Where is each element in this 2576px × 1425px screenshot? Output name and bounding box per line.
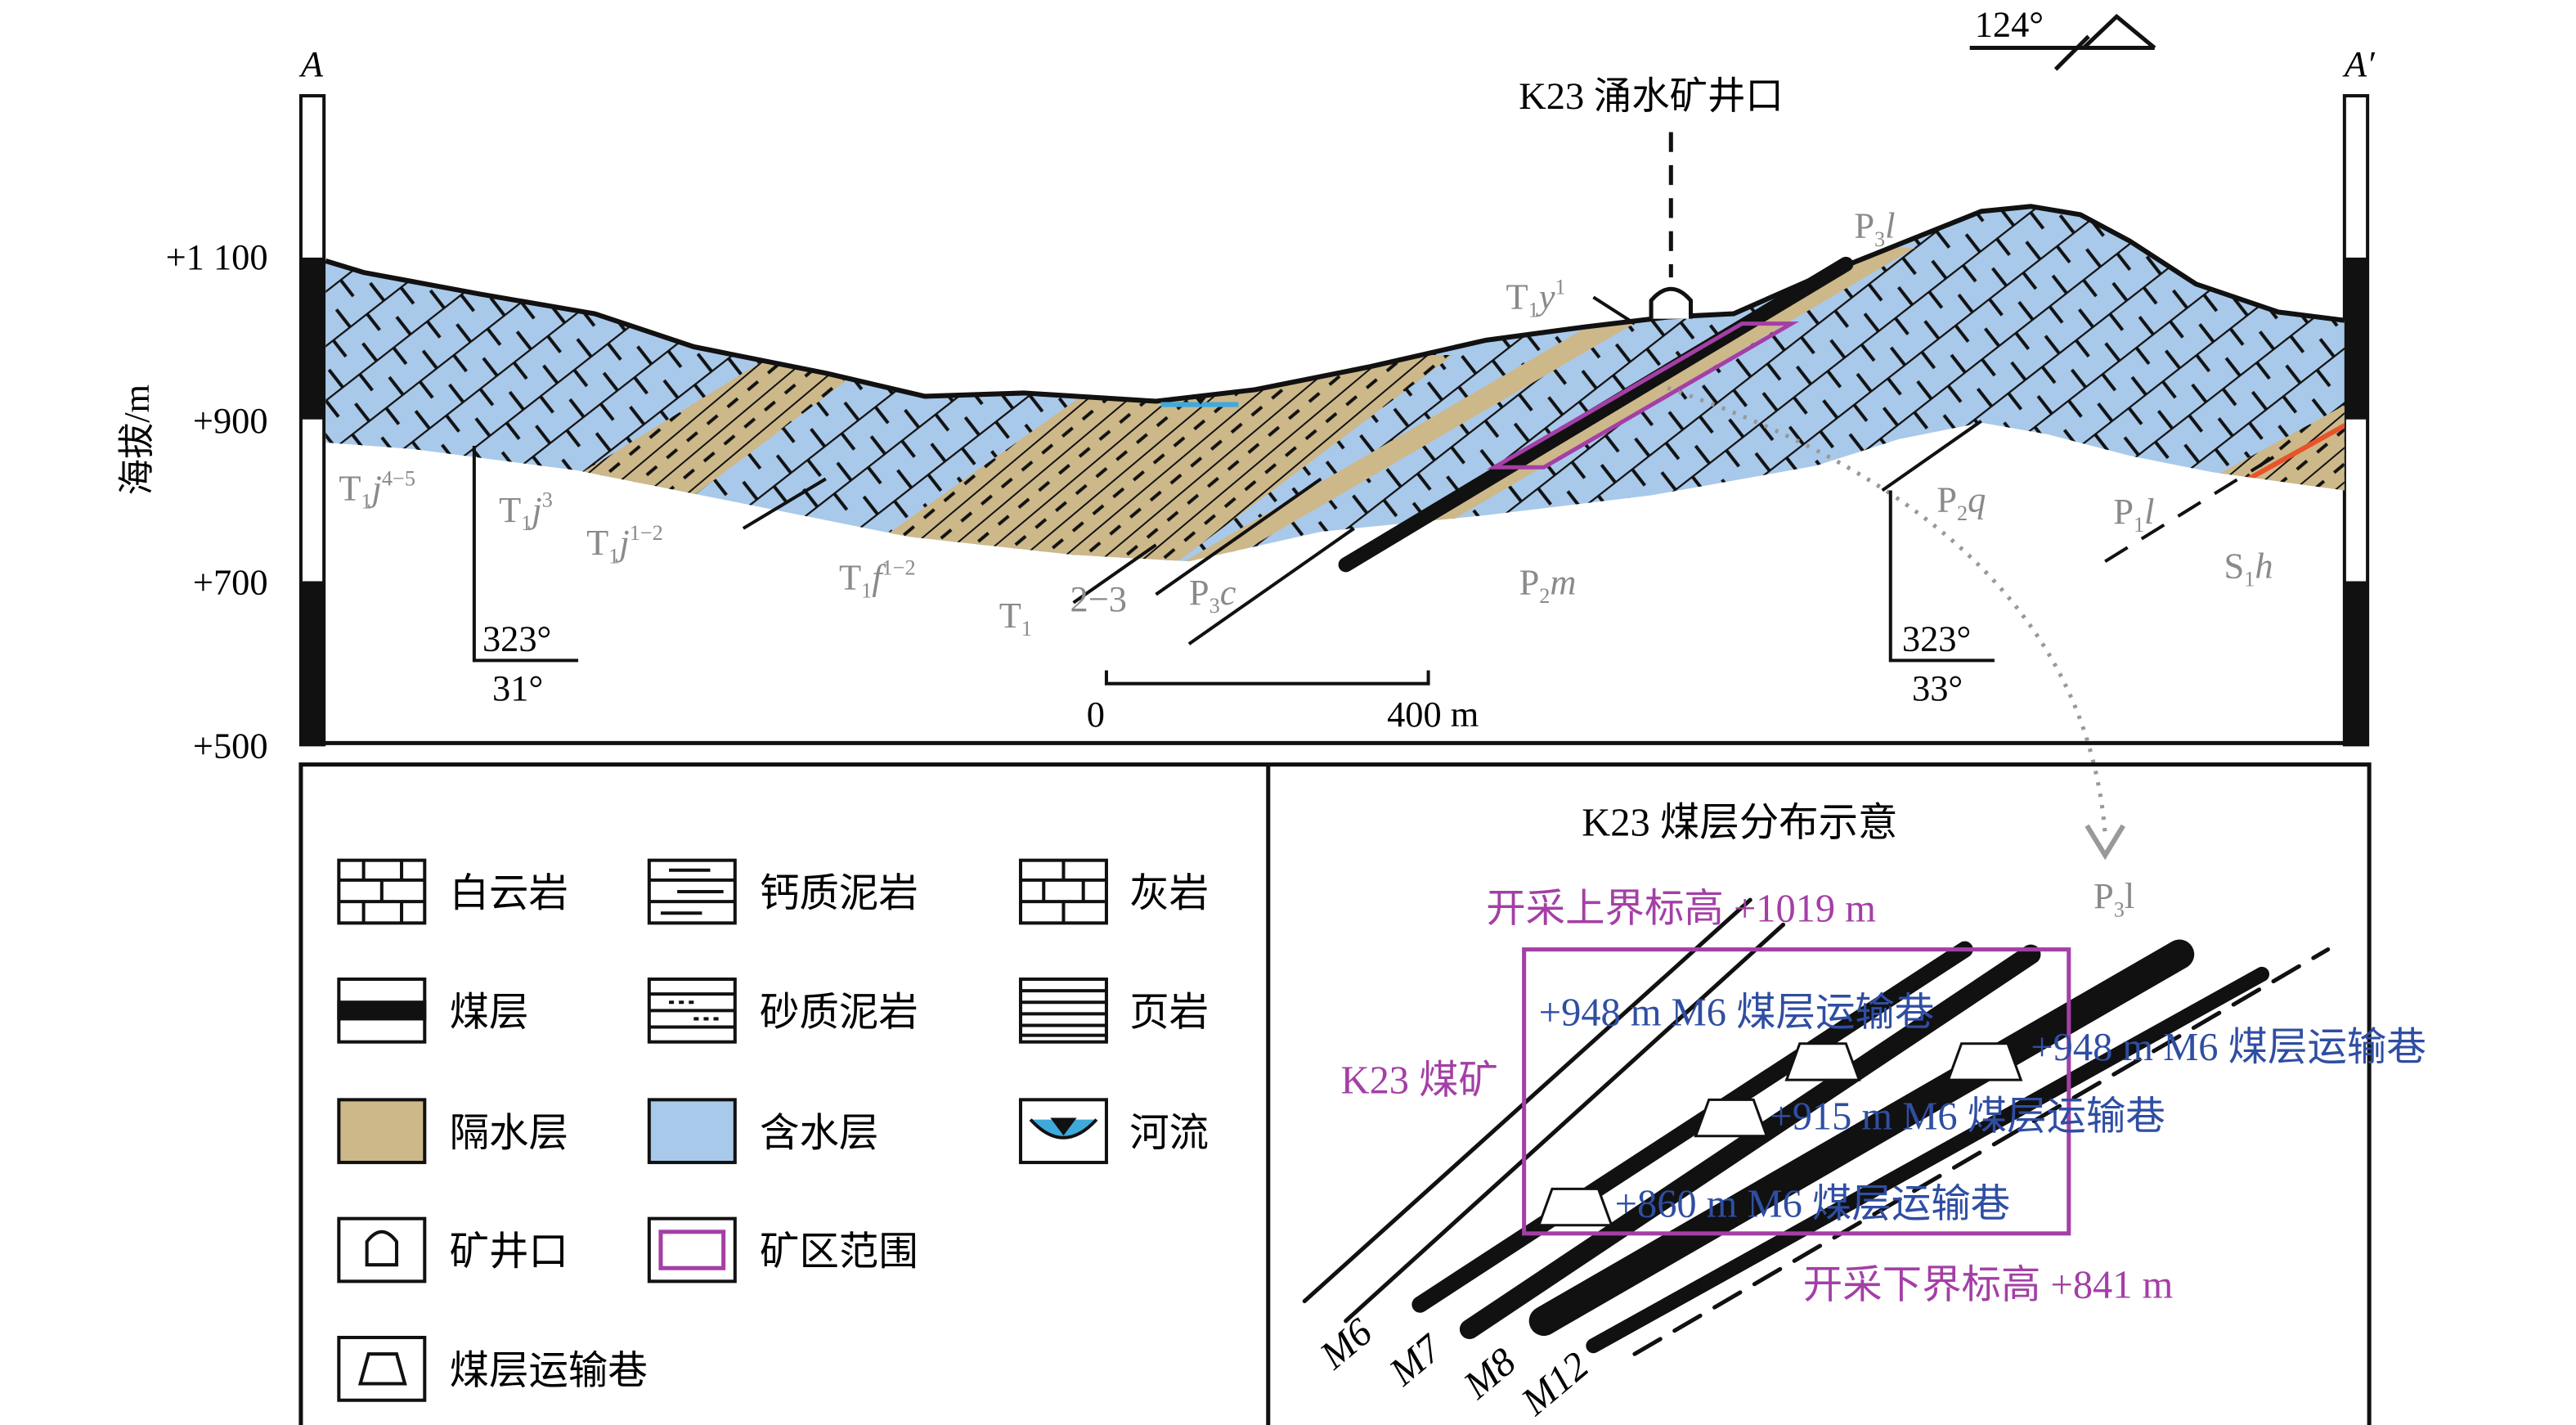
legend-label: 煤层运输巷 [450, 1350, 648, 1393]
dolomite-icon [337, 858, 427, 925]
coal-seam [1338, 256, 1854, 573]
svg-text:400 m: 400 m [1387, 694, 1479, 735]
arrow-head-icon [2085, 824, 2125, 861]
strike-symbol: 124° [1969, 3, 2156, 71]
formation-label: P3c [1189, 572, 1236, 618]
ytick: +500 [193, 726, 268, 766]
legend-label: 河流 [1129, 1112, 1209, 1155]
roadway-label: +948 m M6 煤层运输巷 [2031, 1026, 2426, 1069]
formation-label: T1 [999, 595, 1032, 641]
river-icon [1018, 1098, 1108, 1165]
mine-entrance-icon [1649, 286, 1694, 319]
formation-label: P2q [1936, 479, 1986, 525]
section-label-a-prime: A′ [2342, 43, 2376, 84]
roadway-icons [1537, 1042, 2023, 1227]
strata-body [325, 206, 2345, 562]
legend [337, 858, 1108, 1402]
legend-label: 砂质泥岩 [760, 991, 918, 1035]
seam-label: M8 [1455, 1340, 1524, 1408]
formation-labels: T1j4−5 T1j3 T1j1−2 T1f1−2 T1 2−3 P3c P2m… [339, 205, 2273, 641]
fault-line [2247, 419, 2345, 482]
upper-limit-label: 开采上界标高 +1019 m [1486, 887, 1876, 930]
sandy-mudstone-icon [647, 977, 737, 1044]
aquiclude-band [825, 354, 1453, 562]
seam-label: M6 [1312, 1310, 1380, 1378]
ytick: +700 [193, 562, 268, 603]
formation-label: T1f1−2 [839, 555, 916, 602]
svg-text:0: 0 [1087, 694, 1105, 735]
callout-arrow [1667, 385, 2107, 834]
legend-label: 白云岩 [450, 872, 568, 915]
aquiclude-band [2179, 396, 2345, 496]
svg-text:323°: 323° [482, 618, 551, 659]
elevation-scale-left [298, 94, 326, 747]
legend-label: 隔水层 [450, 1112, 568, 1155]
legend-frame [298, 762, 2372, 1425]
coal-seam-inset: K23 煤层分布示意 P3l 开采上界标高 +1019 m 开采下界标高 +84… [1302, 801, 2426, 1424]
aquiclude-icon [337, 1098, 427, 1165]
coal-seam-icon [337, 977, 427, 1044]
lower-limit-label: 开采下界标高 +841 m [1803, 1264, 2174, 1307]
formation-label: T1y1 [1506, 275, 1565, 321]
y-axis-label: 海拔/m [116, 384, 157, 496]
aquifer-icon [647, 1098, 737, 1165]
seam-label: M12 [1513, 1344, 1597, 1424]
roadway-icon [337, 1335, 427, 1402]
legend-label: 矿井口 [450, 1230, 568, 1274]
seam-label: M7 [1381, 1326, 1452, 1395]
svg-text:31°: 31° [492, 668, 543, 708]
svg-text:33°: 33° [1912, 668, 1963, 708]
elevation-scale-right [2342, 94, 2370, 747]
legend-label: 钙质泥岩 [760, 872, 918, 915]
legend-label: 页岩 [1129, 991, 1209, 1035]
legend-label: 矿区范围 [760, 1230, 918, 1274]
roadway-label: +860 m M6 煤层运输巷 [1615, 1183, 2010, 1226]
calcareous-mudstone-icon [647, 858, 737, 925]
mining-area-outline [1522, 947, 2071, 1236]
coal-seams [1302, 897, 2331, 1356]
strike-label: 124° [1975, 3, 2044, 44]
ground-surface [325, 204, 2345, 404]
shale-icon [1018, 977, 1108, 1044]
ytick: +900 [193, 400, 268, 441]
mine-label: K23 涌水矿井口 [1519, 76, 1784, 118]
scale-bar: 0 400 m [1087, 670, 1479, 735]
svg-text:323°: 323° [1902, 618, 1971, 659]
formation-label: T1j4−5 [339, 466, 415, 513]
inset-formation-label: P3l [2094, 875, 2134, 921]
formation-label: P3l [1854, 205, 1895, 251]
ytick: +1 100 [166, 236, 268, 277]
contact-lines [742, 295, 2280, 645]
mining-area-icon [647, 1216, 737, 1283]
river-icon [1160, 394, 1239, 407]
formation-label: T1j1−2 [586, 521, 663, 568]
legend-label: 煤层 [450, 991, 529, 1035]
formation-label: T1j3 [499, 488, 553, 535]
legend-label: 含水层 [760, 1112, 878, 1155]
legend-labels: 白云岩 钙质泥岩 灰岩 煤层 砂质泥岩 页岩 隔水层 含水层 河流 矿井口 矿区… [450, 872, 1209, 1392]
section-label-a: A [298, 43, 324, 84]
limestone-icon [1018, 858, 1108, 925]
aquiclude-band [1156, 313, 1652, 562]
dip-symbol-left: 323° 31° [472, 446, 579, 708]
inset-title: K23 煤层分布示意 [1582, 801, 1897, 844]
dip-symbol-right: 323° 33° [1888, 490, 1995, 708]
formation-label: P2m [1519, 562, 1577, 608]
roadway-label: +948 m M6 煤层运输巷 [1539, 991, 1934, 1035]
mine-name-label: K23 煤矿 [1341, 1059, 1498, 1102]
mine-entrance-icon [337, 1216, 427, 1283]
formation-label: P1l [2113, 491, 2154, 537]
formation-label: S1h [2224, 545, 2273, 591]
formation-label: 2−3 [1070, 578, 1127, 619]
legend-label: 灰岩 [1129, 872, 1209, 915]
roadway-label: +915 m M6 煤层运输巷 [1770, 1095, 2165, 1139]
mining-area-outline [1486, 321, 1800, 470]
